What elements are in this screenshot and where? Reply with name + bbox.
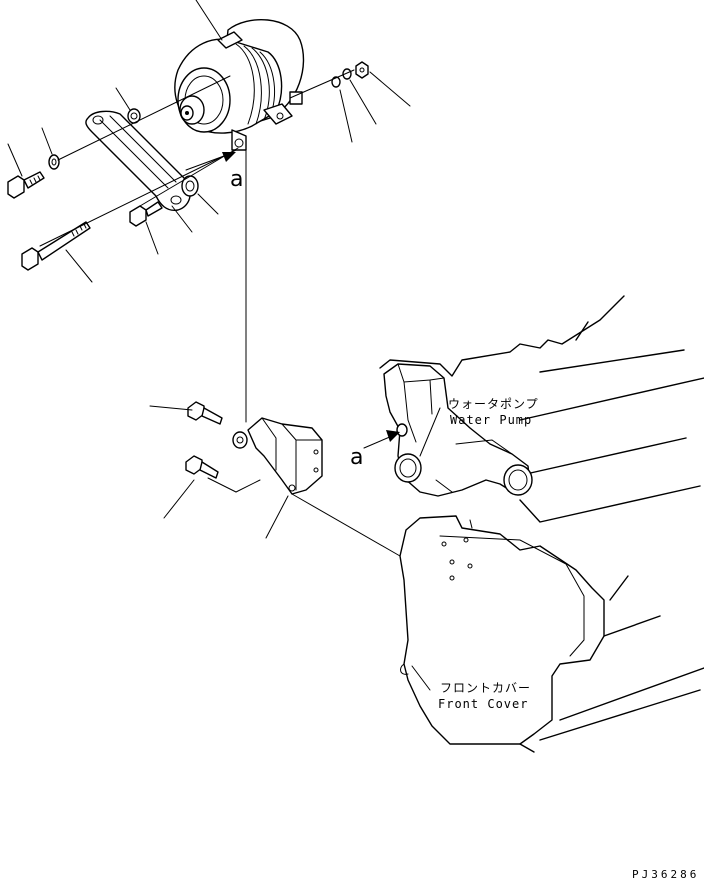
- reference-arrow-a-top: [185, 152, 236, 171]
- bolt-short: [7, 171, 45, 199]
- washer: [48, 154, 60, 170]
- bracket-bolt-upper: [187, 401, 223, 425]
- front-cover-label-en: Front Cover: [438, 697, 528, 711]
- water-pump: [383, 363, 533, 497]
- drawing-code: PJ36286: [632, 868, 699, 881]
- bolt-small: [129, 201, 163, 227]
- engine-outline: [379, 295, 704, 523]
- reference-a-top: a: [230, 167, 243, 192]
- bolt-long: [21, 221, 91, 271]
- spring-washer: [331, 76, 341, 88]
- washer-right: [342, 68, 352, 80]
- spacer: [181, 175, 199, 197]
- alternator: [174, 18, 305, 151]
- front-cover-label-jp: フロントカバー: [440, 681, 531, 695]
- assembly-centerlines: [39, 69, 401, 557]
- reference-arrow-a-side: [363, 430, 400, 449]
- front-cover: [399, 515, 704, 753]
- alternator-hardware: [48, 61, 369, 197]
- water-pump-label-jp: ウォータポンプ: [448, 397, 539, 411]
- nut: [355, 61, 369, 79]
- callout-lines: [7, 0, 441, 691]
- adjusting-bar: [85, 110, 191, 211]
- water-pump-label-en: Water Pump: [450, 413, 532, 427]
- alternator-bracket: [232, 417, 323, 495]
- bracket-bolt-lower: [185, 455, 219, 479]
- reference-a-side: a: [350, 445, 363, 470]
